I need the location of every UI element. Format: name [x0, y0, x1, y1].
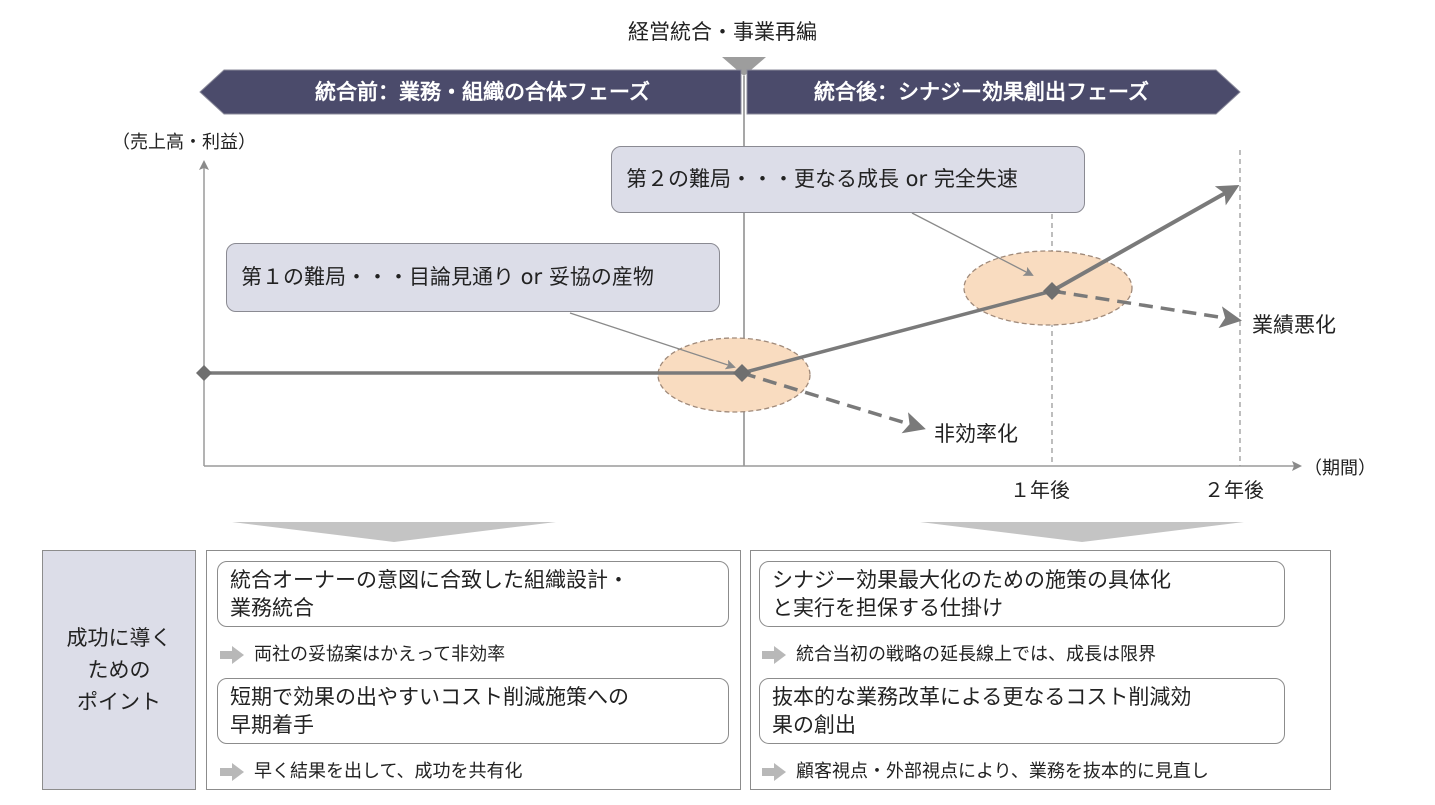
points-heading-line: ための: [87, 658, 151, 682]
outcome-decline: 業績悪化: [1252, 313, 1336, 337]
point-note: 両社の妥協案はかえって非効率: [220, 640, 505, 666]
point-note-text: 早く結果を出して、成功を共有化: [254, 761, 523, 782]
point-item: 短期で効果の出やすいコスト削減施策への 早期着手: [217, 678, 729, 744]
point-item-line: シナジー効果最大化のための施策の具体化: [772, 568, 1171, 592]
phase-after-banner: [746, 69, 1241, 115]
inefficiency-branch: [741, 371, 926, 434]
points-panel-after: [750, 550, 1331, 790]
point-item-line: 統合オーナーの意図に合致した組織設計・: [230, 568, 629, 592]
divider-pointer: [722, 57, 766, 76]
point-integration: [733, 364, 751, 382]
point-item-line: 抜本的な業務改革による更なるコスト削減効: [772, 685, 1192, 709]
down-chevron-left: [232, 522, 556, 542]
diagram-title: 経営統合・事業再編: [628, 20, 817, 44]
decline-branch: [1051, 289, 1242, 329]
callout-second-difficulty: 第２の難局・・・更なる成長 or 完全失速: [611, 146, 1085, 213]
arrow-right-icon: [220, 763, 244, 781]
down-chevron-right: [920, 522, 1244, 542]
arrow-right-icon: [220, 646, 244, 664]
phase-before-label: 統合前：業務・組織の合体フェーズ: [315, 80, 650, 104]
growth-arrow: [1051, 185, 1240, 293]
point-note-text: 顧客視点・外部視点により、業務を抜本的に見直し: [796, 761, 1209, 782]
outcome-inefficiency: 非効率化: [934, 422, 1018, 446]
point-item-line: 早期着手: [230, 713, 314, 737]
y-axis-label: （売上高・利益）: [112, 132, 256, 153]
points-heading-line: 成功に導く: [66, 626, 172, 650]
phase-after-label: 統合後：シナジー効果創出フェーズ: [814, 80, 1149, 104]
arrow-right-icon: [762, 763, 786, 781]
callout-first-difficulty: 第１の難局・・・目論見通り or 妥協の産物: [226, 243, 720, 312]
point-note: 統合当初の戦略の延長線上では、成長は限界: [762, 640, 1156, 666]
point-note-text: 統合当初の戦略の延長線上では、成長は限界: [796, 644, 1156, 665]
tick-year-2: ２年後: [1204, 478, 1264, 502]
points-heading-line: ポイント: [77, 690, 161, 714]
point-item: シナジー効果最大化のための施策の具体化 と実行を担保する仕掛け: [759, 561, 1285, 627]
point-item: 統合オーナーの意図に合致した組織設計・ 業務統合: [217, 561, 729, 627]
point-item-line: と実行を担保する仕掛け: [772, 596, 1003, 620]
point-item: 抜本的な業務改革による更なるコスト削減効 果の創出: [759, 678, 1285, 744]
point-note-text: 両社の妥協案はかえって非効率: [254, 644, 506, 665]
point-item-line: 業務統合: [230, 596, 314, 620]
point-year1: [1043, 282, 1061, 300]
tick-year-1: １年後: [1010, 478, 1070, 502]
phase-before-banner: [199, 69, 742, 115]
arrow-right-icon: [762, 646, 786, 664]
point-note: 早く結果を出して、成功を共有化: [220, 757, 523, 783]
point-item-line: 短期で効果の出やすいコスト削減施策への: [230, 685, 629, 709]
point-start: [196, 365, 212, 381]
point-item-line: 果の創出: [772, 713, 856, 737]
points-panel-before: [206, 550, 741, 790]
difficulty-1-ellipse: [657, 337, 811, 413]
x-axis-label: （期間）: [1304, 458, 1376, 479]
point-note: 顧客視点・外部視点により、業務を抜本的に見直し: [762, 757, 1209, 783]
points-heading-box: 成功に導く ための ポイント: [42, 550, 196, 790]
